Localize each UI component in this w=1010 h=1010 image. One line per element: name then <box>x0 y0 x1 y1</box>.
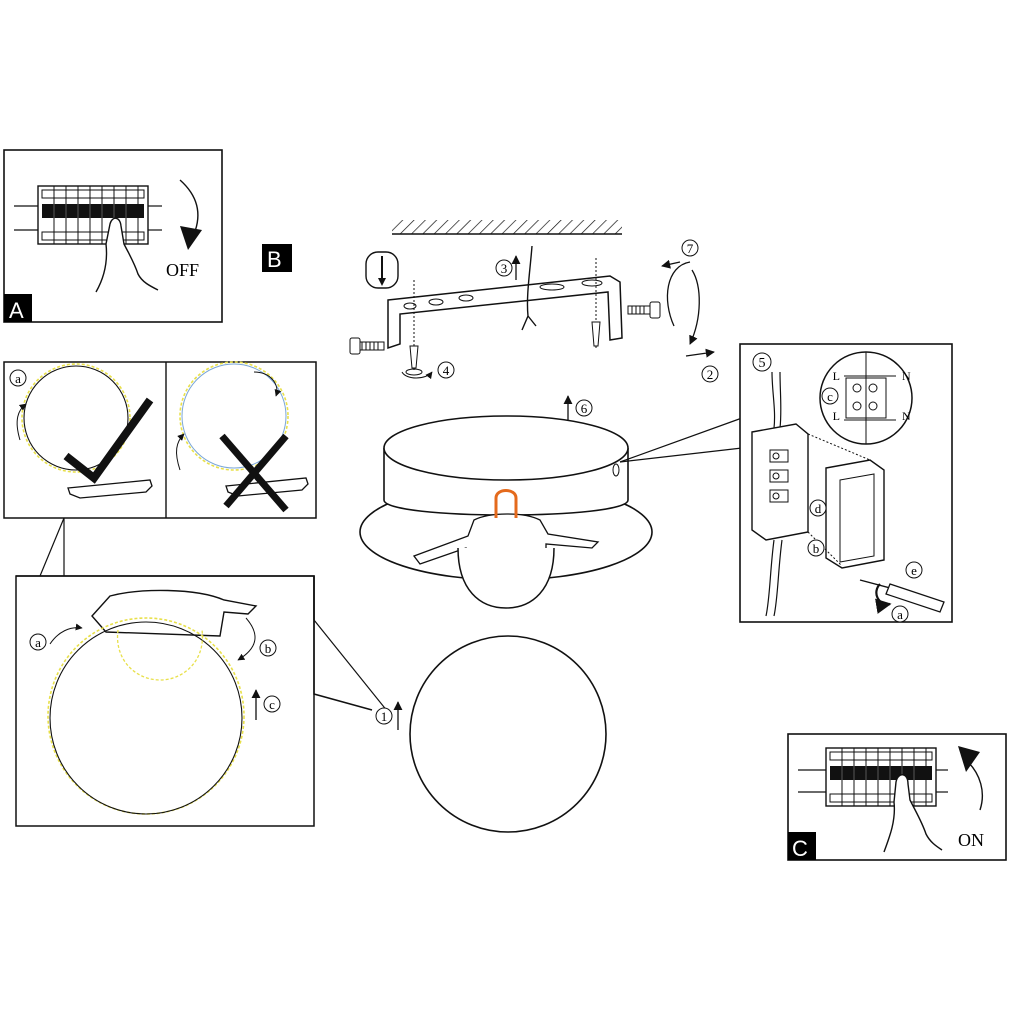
panel-a-letter: A <box>9 298 24 323</box>
step-6: 6 <box>563 395 593 420</box>
step-5: 5 <box>752 352 772 372</box>
off-arrow-icon <box>179 179 199 235</box>
sub-label-c: c <box>821 387 839 405</box>
panel-c-switch-on: ON C <box>787 733 1007 861</box>
terminal-l-top: L <box>833 369 840 383</box>
hand-icon <box>95 217 159 293</box>
globe-fitting-panel: a b c <box>15 575 389 827</box>
terminal-n-top: N <box>902 369 911 383</box>
sub-label-a-bottom: a <box>29 633 47 651</box>
on-label: ON <box>958 830 984 850</box>
cross-icon <box>219 433 289 513</box>
terminal-n-bottom: N <box>902 409 911 423</box>
breaker-row-c <box>825 747 937 807</box>
sub-label-b-bottom: b <box>259 639 277 657</box>
ceiling <box>392 220 622 235</box>
wall-plug-icon <box>365 251 399 289</box>
panel-a-badge <box>4 294 32 322</box>
svg-text:b: b <box>813 541 820 556</box>
breaker-row-a <box>37 185 149 245</box>
hand-icon-c <box>883 774 943 853</box>
screw-left-icon <box>349 337 385 355</box>
sub-label-d: d <box>809 499 827 517</box>
wiring-panel: 5 L N L N <box>739 343 953 623</box>
mains-cable <box>521 245 537 331</box>
svg-text:a: a <box>15 371 21 386</box>
svg-text:e: e <box>911 563 917 578</box>
step-1: 1 <box>375 701 403 730</box>
screw-right-icon <box>627 301 661 319</box>
check-icon <box>63 397 154 484</box>
step-3: 3 <box>495 259 513 277</box>
drill-screw-right-icon <box>591 258 601 350</box>
glass-globe <box>409 635 607 833</box>
sub-label-e: e <box>905 561 923 579</box>
step-7: 7 <box>661 239 700 345</box>
svg-text:7: 7 <box>687 241 694 256</box>
svg-text:5: 5 <box>759 356 766 371</box>
terminal-l-bottom: L <box>833 409 840 423</box>
svg-text:1: 1 <box>381 709 388 724</box>
panel-c-letter: C <box>792 836 808 861</box>
sub-label-b: b <box>807 539 825 557</box>
svg-text:4: 4 <box>443 363 450 378</box>
svg-text:2: 2 <box>707 367 714 382</box>
panel-c-badge <box>788 832 816 860</box>
sub-label-c-bottom: c <box>263 695 281 713</box>
svg-text:c: c <box>827 389 833 404</box>
panel-b-badge: B <box>262 244 292 272</box>
on-arrow-icon <box>967 761 984 811</box>
panel-a-switch-off: OFF A <box>3 149 223 323</box>
sub-label-a: a <box>891 605 909 623</box>
step-4: 4 <box>401 361 455 380</box>
svg-text:a: a <box>897 607 903 622</box>
svg-text:c: c <box>269 697 275 712</box>
svg-text:a: a <box>35 635 41 650</box>
svg-text:3: 3 <box>501 261 508 276</box>
off-label: OFF <box>166 260 199 280</box>
mounting-bracket <box>387 275 623 350</box>
svg-text:6: 6 <box>581 401 588 416</box>
panel-b-letter: B <box>267 247 282 272</box>
orange-clip <box>494 489 518 518</box>
screwdriver-icon <box>859 579 945 614</box>
svg-text:b: b <box>265 641 272 656</box>
svg-text:d: d <box>815 501 822 516</box>
sub-label-a-top: a <box>9 369 27 387</box>
step-2: 2 <box>685 348 719 383</box>
canopy-assembly <box>359 415 653 609</box>
drill-screw-left-icon <box>405 280 423 376</box>
orientation-panel: a <box>3 361 317 519</box>
